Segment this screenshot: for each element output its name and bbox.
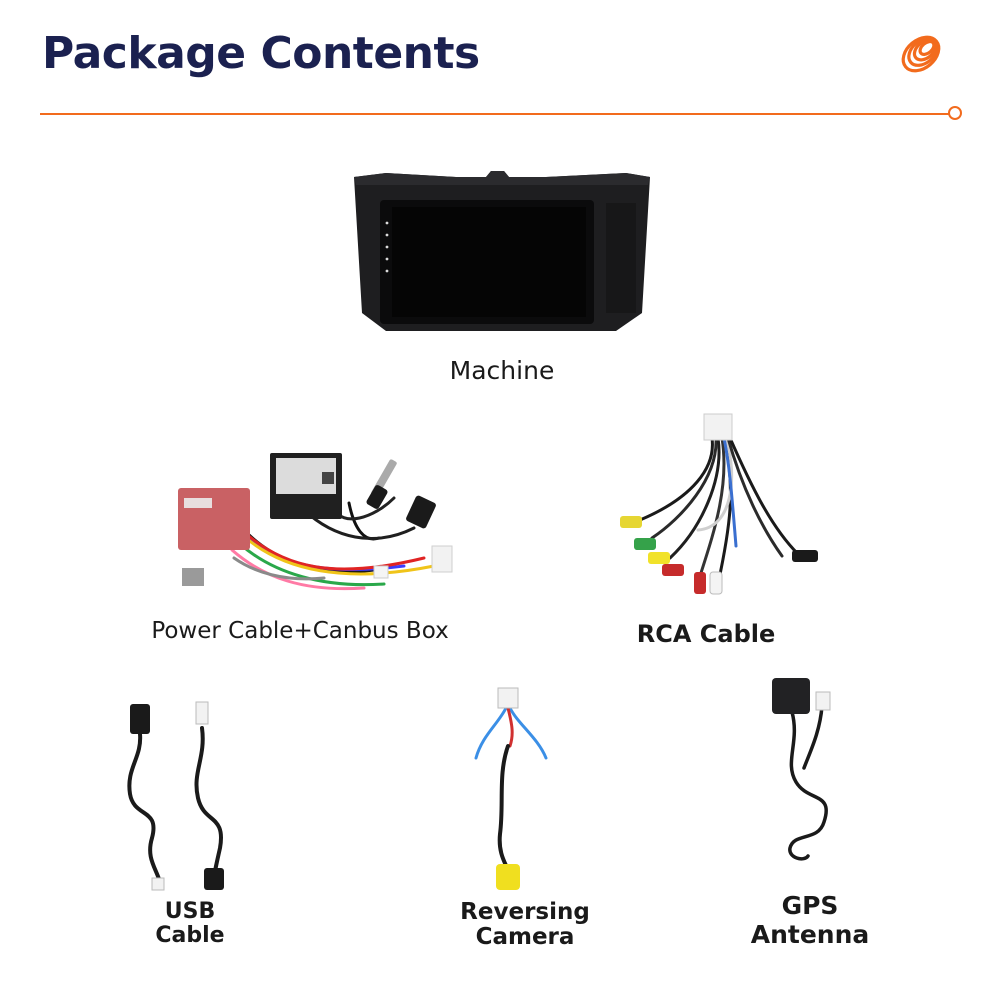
usb-label-line-2: Cable [155, 923, 225, 949]
divider-end-circle [948, 106, 962, 120]
item-label-usb-cable: USB Cable [130, 899, 250, 949]
rev-label-line-2: Camera [475, 924, 575, 951]
usb-label-line-1: USB [164, 899, 216, 924]
item-label-reversing-camera: Reversing Camera [430, 899, 620, 951]
rca-cable-harness-image [620, 413, 818, 595]
orange-coil-logo-icon [901, 35, 941, 73]
item-label-power-cable: Power Cable+Canbus Box [151, 618, 449, 644]
gps-antenna-image [772, 678, 831, 861]
header-divider [40, 113, 952, 115]
usb-cables-image [127, 701, 224, 891]
item-label-rca-cable: RCA Cable [636, 620, 776, 648]
rev-label-line-1: Reversing [460, 899, 590, 925]
wiring-harness-canbus-box-image [178, 453, 453, 591]
reversing-camera-cable-image [474, 687, 548, 890]
gps-label-line-1: GPS [781, 891, 839, 920]
item-label-gps-antenna: GPS Antenna [730, 891, 890, 950]
gps-label-line-2: Antenna [750, 919, 870, 949]
car-stereo-head-unit-image [354, 171, 650, 331]
page-title: Package Contents [42, 28, 480, 79]
item-label-machine: Machine [449, 356, 555, 385]
